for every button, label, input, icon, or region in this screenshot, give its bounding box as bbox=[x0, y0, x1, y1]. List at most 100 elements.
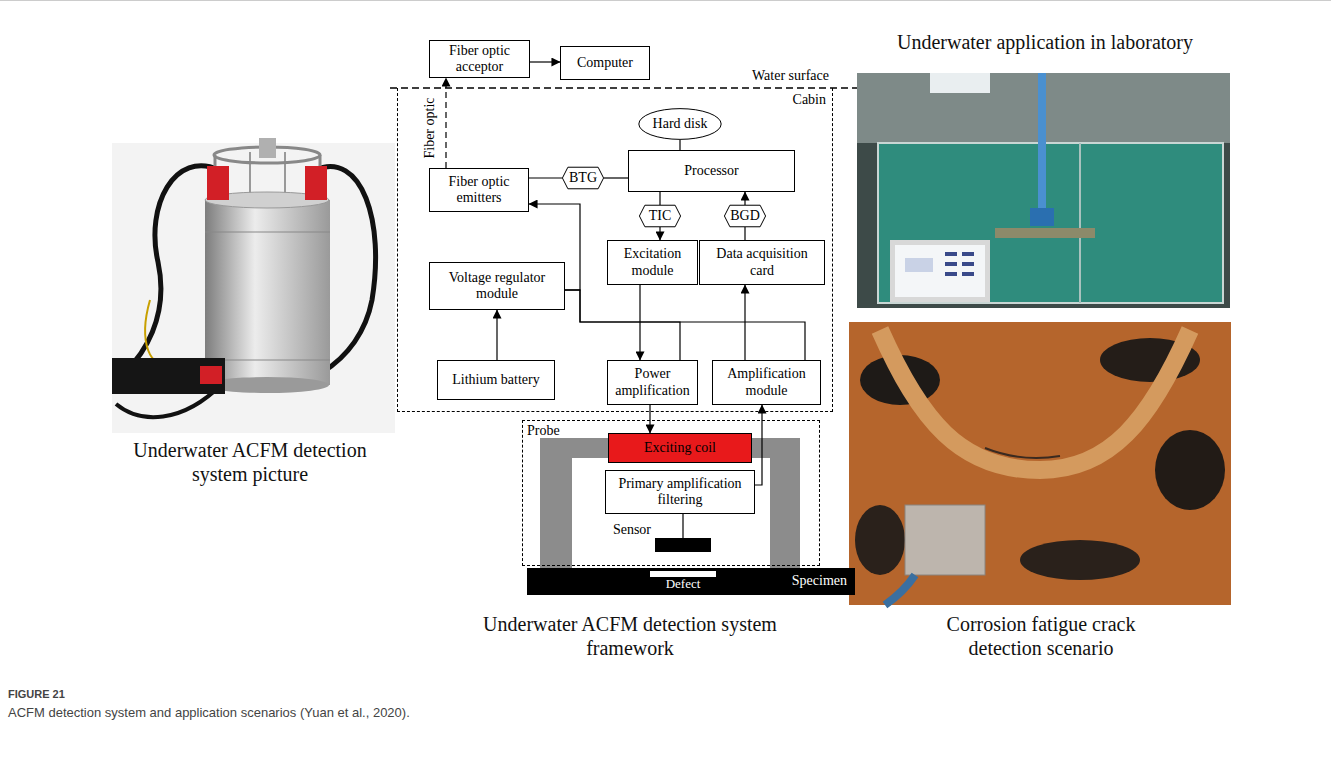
hexagon-outline bbox=[724, 205, 765, 227]
connector bbox=[659, 192, 660, 205]
node-label: Processor bbox=[681, 163, 741, 179]
bus-hexagon: BGD bbox=[724, 205, 766, 227]
coil-box: Exciting coil bbox=[608, 433, 752, 463]
node-label: Amplification module bbox=[713, 366, 820, 398]
tablet-screen bbox=[895, 245, 985, 297]
node-label: Excitation module bbox=[608, 246, 697, 278]
crack bbox=[985, 448, 1060, 458]
connector bbox=[649, 405, 650, 433]
top-rule bbox=[0, 0, 1331, 1]
cable bbox=[125, 166, 219, 372]
figure-caption: ACFM detection system and application sc… bbox=[8, 705, 908, 720]
bus-hexagon: TIC bbox=[639, 205, 681, 227]
node-label: Sensor bbox=[613, 522, 651, 538]
probe-region: ProbeExciting coilPrimary amplification … bbox=[522, 420, 820, 566]
photo-ground bbox=[849, 322, 1231, 605]
node-label: Power amplification bbox=[608, 366, 697, 398]
excitation-box: Excitation module bbox=[607, 240, 698, 285]
connector bbox=[679, 140, 680, 150]
node-label: Lithium battery bbox=[449, 372, 542, 388]
weld-bead bbox=[880, 330, 1190, 470]
connector bbox=[200, 366, 222, 384]
node-label: BTG bbox=[566, 170, 600, 186]
probe-body bbox=[905, 505, 985, 575]
figure-number: FIGURE 21 bbox=[8, 688, 208, 701]
photo-caption: Corrosion fatigue crack detection scenar… bbox=[925, 612, 1157, 660]
node-label: Voltage regulator module bbox=[430, 270, 564, 302]
screen-plot bbox=[905, 258, 933, 272]
filter-box: Primary amplification filtering bbox=[605, 470, 755, 514]
yoke-leg bbox=[540, 438, 572, 568]
photo-caption: Underwater ACFM detection system picture bbox=[128, 438, 372, 486]
connector bbox=[744, 192, 745, 205]
screen-bar bbox=[945, 272, 957, 276]
cabin-region: CabinHard diskFiber optic emittersBTGPro… bbox=[397, 88, 833, 412]
corrosion-photo bbox=[849, 322, 1231, 605]
yoke-leg bbox=[770, 438, 800, 568]
pressure-cabin bbox=[205, 200, 330, 385]
lift-post bbox=[259, 138, 276, 158]
emitter-box: Fiber optic emitters bbox=[429, 168, 529, 212]
tank-water bbox=[878, 143, 1223, 303]
sensor-block: Sensor bbox=[655, 538, 711, 552]
photo-ground bbox=[857, 73, 1230, 308]
connector bbox=[604, 177, 628, 178]
node-label: Exciting coil bbox=[641, 440, 719, 456]
connector bbox=[207, 166, 229, 200]
hexagon-outline bbox=[639, 205, 680, 227]
node-label: Specimen bbox=[792, 573, 847, 589]
screen-bar bbox=[962, 252, 974, 256]
framework-caption: Underwater ACFM detection system framewo… bbox=[455, 612, 805, 660]
defect-mark: Defect bbox=[650, 571, 716, 577]
connector bbox=[755, 405, 762, 485]
hexagon-outline bbox=[562, 167, 603, 189]
photo-caption: Underwater application in laboratory bbox=[850, 30, 1240, 54]
screen-bar bbox=[962, 262, 974, 266]
device-photo bbox=[112, 138, 395, 433]
connector bbox=[682, 514, 683, 538]
tank-frame bbox=[878, 143, 1223, 303]
connector bbox=[496, 310, 497, 360]
screen-bar bbox=[945, 262, 957, 266]
receiver-box: Fiber optic acceptor bbox=[429, 40, 530, 78]
connector bbox=[445, 78, 446, 168]
probe-cable bbox=[885, 575, 915, 605]
node-label: BGD bbox=[727, 208, 763, 224]
specimen-bar: Specimen Defect bbox=[527, 568, 855, 595]
corrosion-patch bbox=[1020, 540, 1140, 580]
connector-label: Fiber optic bbox=[422, 97, 438, 158]
connector bbox=[305, 166, 327, 200]
photo-ground bbox=[112, 143, 395, 433]
node-label: Fiber optic emitters bbox=[430, 174, 528, 206]
connector bbox=[565, 290, 805, 360]
node-label: Defect bbox=[666, 577, 701, 591]
screen-bar bbox=[945, 252, 957, 256]
regulator-box: Voltage regulator module bbox=[429, 262, 565, 310]
tank-frame bbox=[1079, 143, 1081, 303]
node-label: Primary amplification filtering bbox=[606, 476, 754, 508]
probe-housing bbox=[112, 358, 225, 394]
connector bbox=[529, 177, 562, 178]
corrosion-patch bbox=[1155, 430, 1225, 510]
amplifier-box: Amplification module bbox=[712, 360, 821, 405]
node-label: Fiber optic acceptor bbox=[430, 43, 529, 75]
test-plate bbox=[995, 228, 1095, 238]
cable bbox=[145, 300, 172, 364]
acquisition-box: Data acquisition card bbox=[699, 240, 825, 285]
computer-box: Computer bbox=[560, 46, 650, 80]
node-label: Cabin bbox=[793, 92, 826, 108]
connector bbox=[530, 61, 560, 62]
connector bbox=[744, 285, 745, 360]
node-label: Data acquisition card bbox=[700, 246, 824, 278]
ellipse-outline bbox=[639, 109, 721, 140]
battery-box: Lithium battery bbox=[437, 360, 555, 400]
connector bbox=[744, 227, 745, 240]
corrosion-patch bbox=[855, 505, 905, 575]
lab-photo bbox=[857, 73, 1230, 308]
lamp-glare bbox=[930, 73, 990, 93]
connector bbox=[639, 285, 640, 360]
node-label: TIC bbox=[646, 208, 675, 224]
probe-rod bbox=[1038, 73, 1046, 213]
screen-bar bbox=[962, 272, 974, 276]
